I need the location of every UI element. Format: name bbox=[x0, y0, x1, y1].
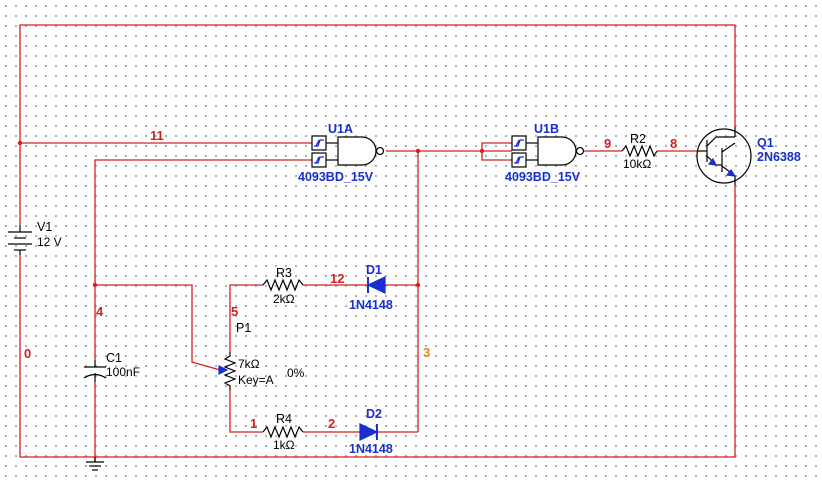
d1-ref: D1 bbox=[366, 263, 382, 277]
d2-value: 1N4148 bbox=[349, 442, 393, 456]
resistor-r3[interactable] bbox=[262, 278, 304, 292]
ground-icon bbox=[86, 457, 104, 471]
v1-value: 12 V bbox=[37, 235, 62, 249]
junction-dot bbox=[92, 282, 98, 288]
wire-top-rail[interactable] bbox=[19, 24, 736, 143]
r2-ref: R2 bbox=[630, 132, 646, 146]
wire-net-5[interactable] bbox=[229, 284, 263, 352]
r4-ref: R4 bbox=[276, 412, 292, 426]
transistor-q1[interactable] bbox=[696, 127, 752, 185]
labels: U1A 4093BD_15V U1B 4093BD_15V Q1 2N6388 … bbox=[24, 122, 801, 456]
junction-dot bbox=[17, 140, 23, 146]
r3-ref: R3 bbox=[276, 266, 292, 280]
diode-d1[interactable] bbox=[352, 276, 386, 294]
nand-gate-u1b[interactable] bbox=[511, 135, 585, 168]
wiper-arrow bbox=[218, 365, 229, 375]
junction-dot bbox=[479, 148, 485, 154]
resistor-r4[interactable] bbox=[262, 425, 304, 439]
u1a-ref: U1A bbox=[328, 122, 353, 136]
net-label-0: 0 bbox=[24, 346, 31, 361]
net-label-2: 2 bbox=[328, 416, 335, 431]
potentiometer-p1[interactable] bbox=[218, 352, 237, 390]
net-label-5: 5 bbox=[231, 304, 238, 319]
net-label-12: 12 bbox=[330, 271, 344, 286]
emitter-arrow bbox=[725, 168, 737, 177]
q1-ref: Q1 bbox=[757, 136, 774, 150]
net-label-3: 3 bbox=[423, 345, 430, 360]
net-label-8: 8 bbox=[670, 136, 677, 151]
diode-d2[interactable] bbox=[359, 423, 379, 441]
net-label-4: 4 bbox=[96, 304, 104, 319]
v1-ref: V1 bbox=[37, 220, 52, 234]
wire-net-1[interactable] bbox=[229, 390, 263, 433]
wire-ground-rail[interactable] bbox=[19, 185, 736, 458]
junction-dot bbox=[415, 148, 421, 154]
p1-value: 7kΩ bbox=[238, 357, 260, 371]
p1-key: Key=A bbox=[238, 373, 274, 387]
u1b-ref: U1B bbox=[534, 122, 559, 136]
r2-value: 10kΩ bbox=[623, 157, 651, 171]
u1b-value: 4093BD_15V bbox=[505, 170, 581, 184]
nand-gate-u1a[interactable] bbox=[311, 135, 385, 168]
q1-value: 2N6388 bbox=[757, 150, 801, 164]
p1-ref: P1 bbox=[236, 321, 251, 335]
wire-net-4[interactable] bbox=[94, 159, 312, 360]
junction-dot bbox=[415, 282, 421, 288]
emitter-arrow bbox=[707, 157, 718, 166]
p1-setting: 0% bbox=[287, 366, 305, 380]
net-label-11: 11 bbox=[150, 128, 164, 143]
c1-ref: C1 bbox=[106, 351, 122, 365]
battery-v1[interactable] bbox=[8, 225, 32, 255]
c1-value: 100nF bbox=[106, 365, 140, 379]
wire-net-4-to-wiper[interactable] bbox=[95, 284, 221, 371]
net-label-1: 1 bbox=[250, 416, 257, 431]
u1a-value: 4093BD_15V bbox=[298, 170, 374, 184]
d1-value: 1N4148 bbox=[349, 298, 393, 312]
capacitor-c1[interactable] bbox=[83, 360, 107, 382]
r4-value: 1kΩ bbox=[273, 438, 295, 452]
resistor-r2[interactable] bbox=[621, 144, 658, 158]
net-label-9: 9 bbox=[604, 136, 611, 151]
d2-ref: D2 bbox=[366, 407, 382, 421]
wires bbox=[17, 24, 736, 462]
r3-value: 2kΩ bbox=[273, 292, 295, 306]
